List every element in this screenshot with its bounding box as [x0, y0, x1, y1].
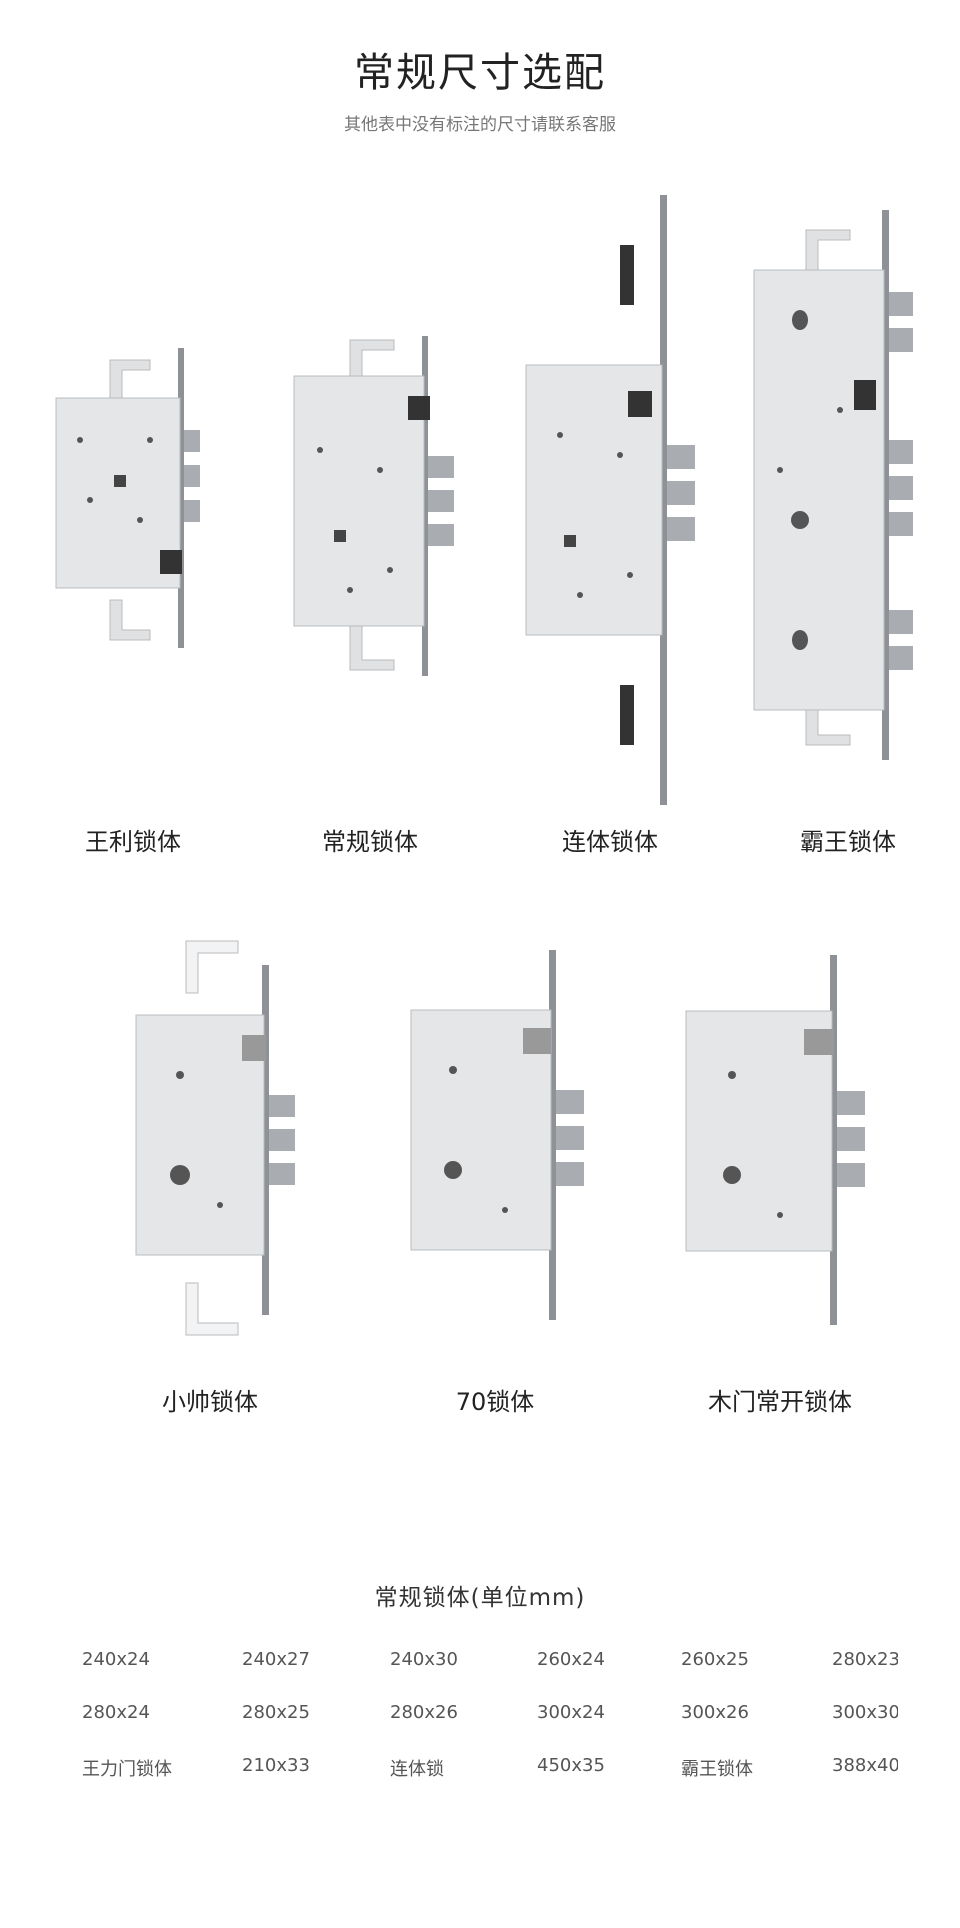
lock-image-4	[753, 210, 913, 760]
size-cell: 240x30	[390, 1649, 458, 1670]
size-cell: 260x25	[681, 1649, 749, 1670]
size-cell: 王力门锁体	[82, 1759, 172, 1780]
lock-label-1: 王利锁体	[85, 828, 181, 856]
size-cell: 300x30	[832, 1702, 898, 1723]
size-cell: 280x24	[82, 1702, 150, 1723]
lock-label-2: 常规锁体	[322, 828, 418, 856]
lock-label-6: 70锁体	[455, 1388, 535, 1416]
lock-image-1	[55, 348, 200, 648]
size-cell: 280x25	[242, 1702, 310, 1723]
lock-image-6	[410, 950, 584, 1320]
size-cell: 280x26	[390, 1702, 458, 1723]
size-cell: 260x24	[537, 1649, 605, 1670]
size-cell: 连体锁	[390, 1759, 444, 1780]
lock-image-7	[685, 955, 865, 1325]
size-cell: 240x27	[242, 1649, 310, 1670]
size-cell: 240x24	[82, 1649, 150, 1670]
lock-image-2	[293, 336, 454, 676]
lock-label-5: 小帅锁体	[162, 1388, 258, 1416]
size-cell: 210x33	[242, 1755, 310, 1776]
lock-label-4: 霸王锁体	[800, 828, 896, 856]
size-cell: 300x24	[537, 1702, 605, 1723]
lock-label-7: 木门常开锁体	[708, 1388, 852, 1416]
page-title: 常规尺寸选配	[354, 50, 606, 96]
page-subtitle: 其他表中没有标注的尺寸请联系客服	[344, 115, 616, 135]
lock-image-3	[525, 195, 695, 805]
size-table: 240x24 240x27 240x30 260x24 260x25 280x2…	[0, 1640, 898, 1800]
lock-image-5	[135, 940, 295, 1336]
size-table-title: 常规锁体(单位mm)	[374, 1585, 586, 1611]
size-cell: 450x35	[537, 1755, 605, 1776]
size-cell: 霸王锁体	[681, 1759, 753, 1780]
size-cell: 300x26	[681, 1702, 749, 1723]
size-cell: 280x23	[832, 1649, 898, 1670]
lock-label-3: 连体锁体	[562, 828, 658, 856]
size-cell: 388x40	[832, 1755, 898, 1776]
